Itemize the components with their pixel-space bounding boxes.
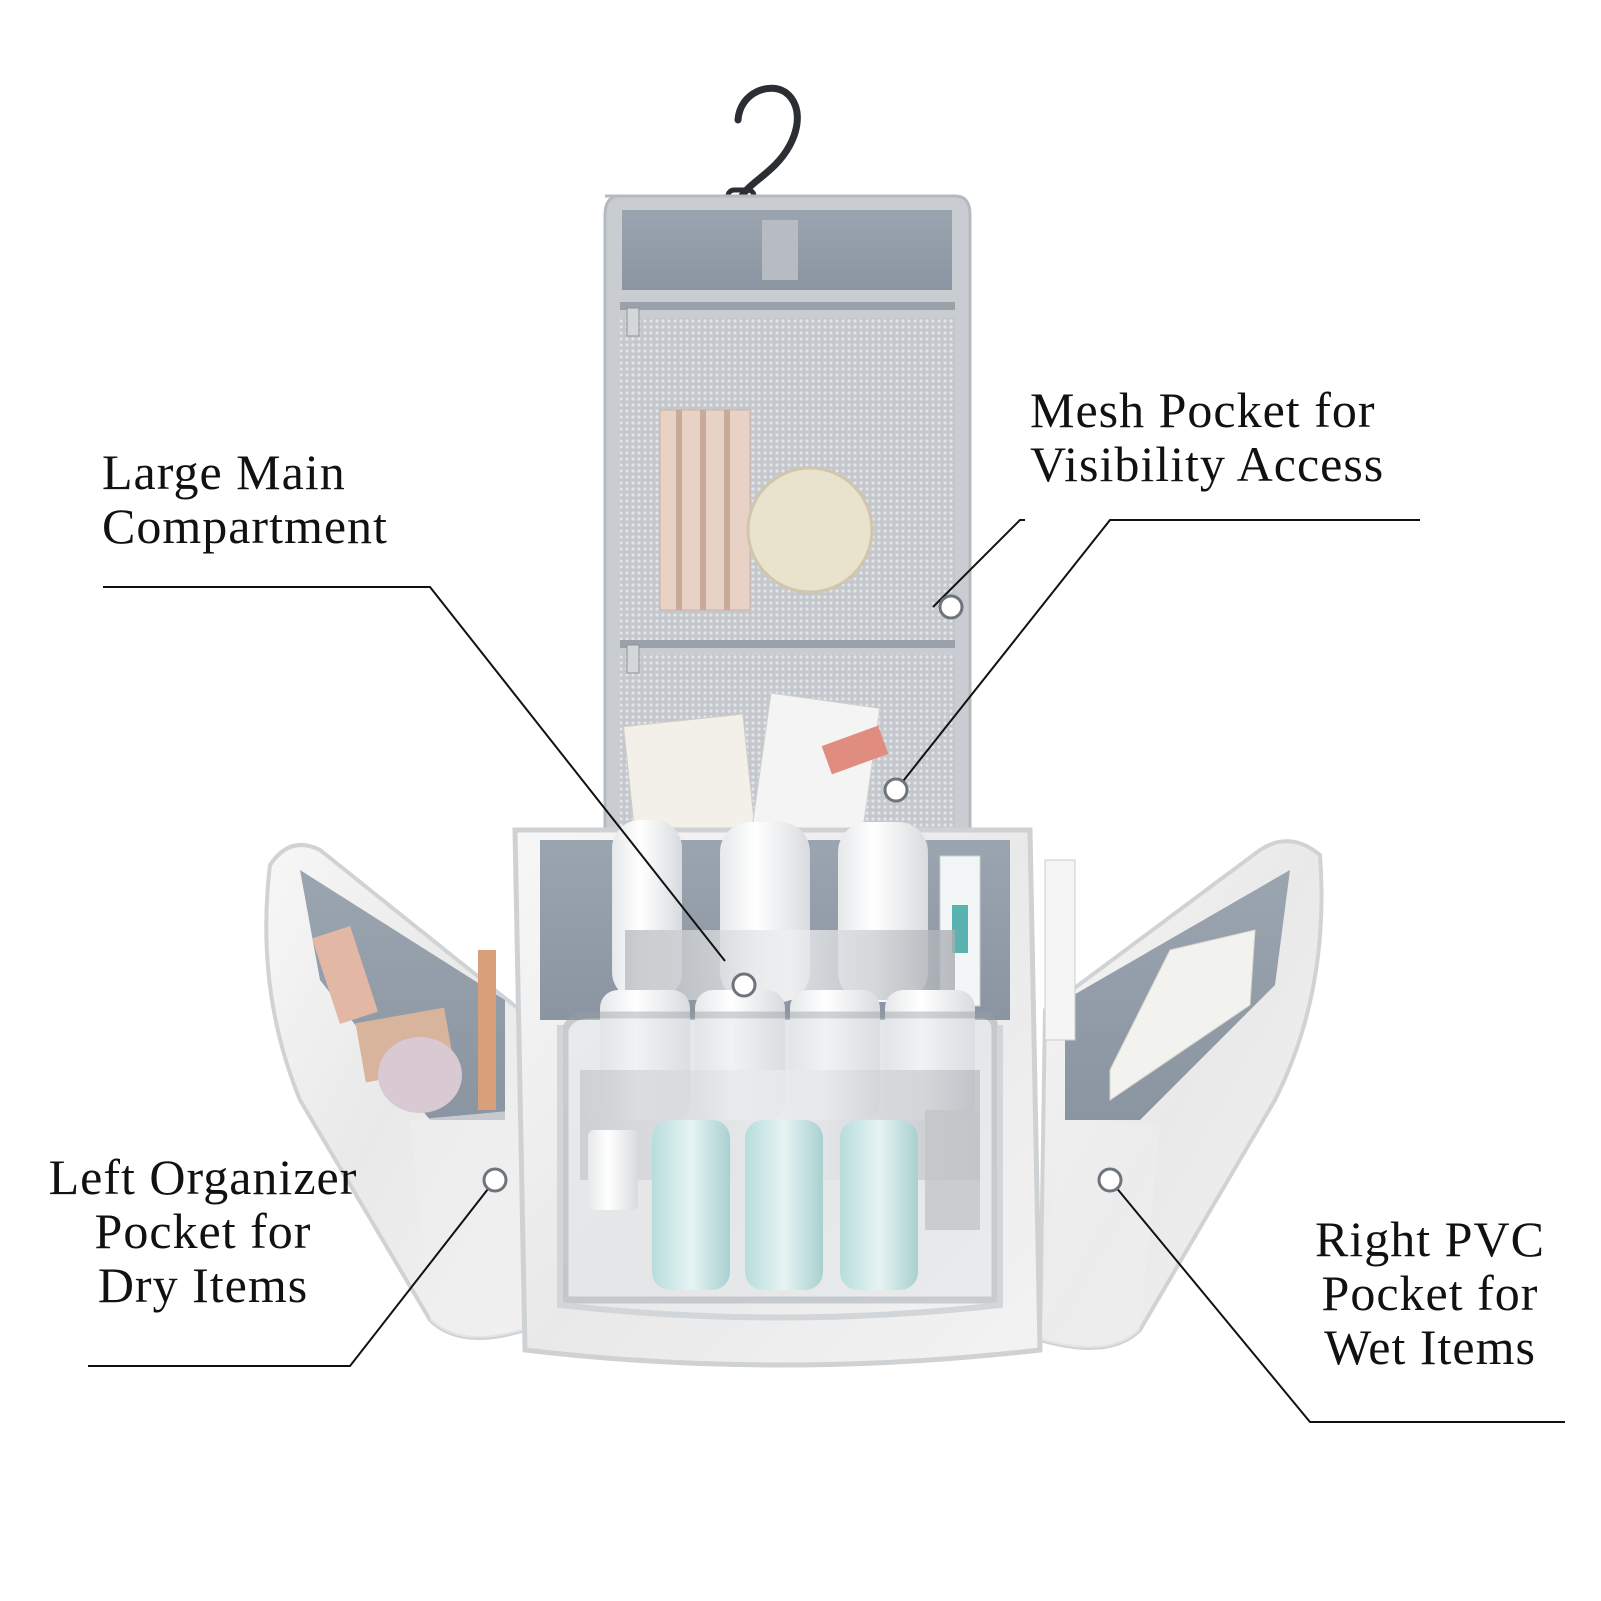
hanging-flap bbox=[603, 194, 972, 887]
marker-right bbox=[1097, 1167, 1123, 1193]
callout-mesh-line1: Mesh Pocket for bbox=[1030, 382, 1376, 438]
marker-mesh-upper bbox=[938, 594, 964, 620]
callout-right-line3: Wet Items bbox=[1324, 1319, 1536, 1375]
callout-line-left bbox=[88, 1179, 496, 1367]
callout-line-main bbox=[103, 586, 726, 962]
callout-left-organizer-pocket: Left Organizer Pocket for Dry Items bbox=[38, 1150, 368, 1312]
callout-left-line2: Pocket for bbox=[94, 1203, 312, 1259]
callout-line-right bbox=[1109, 1179, 1565, 1423]
callout-main-line1: Large Main bbox=[102, 444, 346, 500]
right-pvc-pocket bbox=[1037, 839, 1324, 1350]
callout-large-main-compartment: Large Main Compartment bbox=[102, 445, 388, 553]
callout-main-line2: Compartment bbox=[102, 498, 388, 554]
marker-left bbox=[482, 1167, 508, 1193]
left-organizer-pocket bbox=[264, 843, 528, 1340]
front-pvc-pocket bbox=[557, 1011, 1003, 1321]
callout-right-line2: Pocket for bbox=[1321, 1265, 1539, 1321]
callout-line-mesh-lower bbox=[895, 519, 1420, 791]
callout-mesh-pocket: Mesh Pocket for Visibility Access bbox=[1030, 383, 1384, 491]
callout-lines bbox=[88, 519, 1565, 1423]
callout-left-line3: Dry Items bbox=[97, 1257, 309, 1313]
marker-main bbox=[731, 972, 757, 998]
callout-right-pvc-pocket: Right PVC Pocket for Wet Items bbox=[1295, 1212, 1565, 1374]
callout-markers bbox=[482, 594, 1123, 1193]
callout-right-line1: Right PVC bbox=[1315, 1211, 1545, 1267]
zipper-pull-icon bbox=[626, 307, 640, 337]
callout-left-line1: Left Organizer bbox=[48, 1149, 358, 1205]
zipper-pull-icon bbox=[626, 644, 640, 674]
marker-mesh-lower bbox=[883, 777, 909, 803]
zipper-track bbox=[620, 302, 955, 310]
callout-line-mesh-upper bbox=[932, 519, 1025, 608]
callout-mesh-line2: Visibility Access bbox=[1030, 436, 1385, 492]
